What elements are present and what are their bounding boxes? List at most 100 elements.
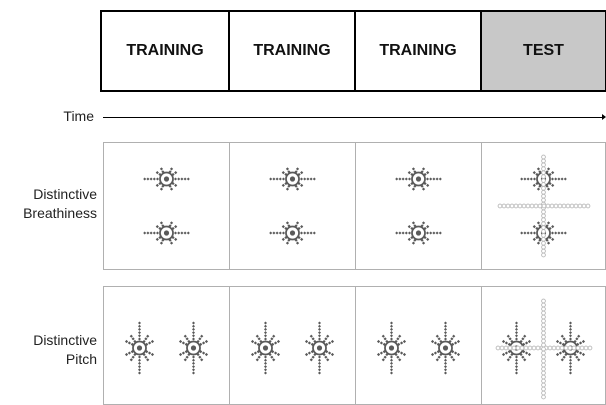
diamond-marker [144, 337, 148, 341]
diamond-marker [515, 331, 518, 335]
diamond-marker [174, 225, 178, 229]
diamond-marker [394, 352, 398, 357]
diamond-marker [273, 351, 278, 355]
test-axis-bead [569, 203, 575, 209]
diamond-marker [192, 355, 195, 359]
diamond-marker [124, 352, 129, 357]
diamond-marker [318, 337, 321, 341]
diamond-marker [390, 368, 393, 372]
diamond-marker [444, 371, 447, 375]
test-axis-bead [541, 394, 546, 400]
diamond-marker [285, 167, 290, 171]
diamond-marker [453, 341, 458, 345]
diamond-marker [453, 351, 458, 355]
test-axis-bead [531, 345, 537, 351]
test-axis-bead [559, 345, 565, 351]
diamond-marker [426, 171, 430, 175]
diamond-marker [300, 237, 304, 241]
diamond-marker [297, 181, 301, 186]
diamond-marker [159, 187, 164, 191]
diamond-marker [555, 339, 560, 344]
diamond-marker [555, 352, 560, 357]
diamond-marker [423, 172, 427, 177]
diamond-marker [185, 355, 189, 359]
diamond-marker [569, 321, 572, 325]
diamond-marker [379, 351, 384, 355]
diamond-marker [146, 334, 150, 338]
diamond-marker [435, 231, 439, 235]
diamond-marker [429, 177, 433, 181]
diamond-marker [569, 361, 572, 365]
diamond-marker [444, 321, 447, 325]
diamond-marker [264, 331, 267, 335]
diamond-marker [297, 172, 301, 177]
diamond-marker [326, 358, 330, 362]
diamond-marker [575, 355, 579, 359]
diamond-marker [501, 339, 506, 344]
diamond-marker [264, 371, 267, 375]
diamond-marker [410, 226, 414, 231]
test-axis-bead [541, 306, 546, 312]
diamond-marker [551, 183, 555, 187]
diamond-marker [376, 352, 381, 357]
diamond-marker [284, 172, 288, 177]
test-axis-bead [495, 345, 501, 351]
diamond-marker [155, 183, 159, 187]
diamond-marker [396, 337, 400, 341]
test-axis-bead [541, 326, 546, 332]
stimulus-ring [159, 171, 174, 187]
time-axis-label: Time [63, 108, 94, 124]
diamond-marker [174, 231, 177, 235]
diamond-marker [300, 177, 303, 181]
diamond-marker [138, 361, 141, 365]
diamond-marker [523, 177, 527, 181]
test-axis-bead [541, 186, 546, 191]
diamond-marker [147, 341, 152, 345]
diamond-marker [515, 358, 518, 362]
diamond-marker [411, 167, 416, 171]
test-axis-bead [541, 362, 546, 368]
diamond-marker [398, 334, 402, 338]
diamond-marker [524, 351, 529, 355]
test-axis-bead [541, 217, 546, 223]
test-axis-bead [541, 229, 546, 234]
diamond-marker [581, 352, 586, 357]
diamond-marker [318, 358, 321, 362]
diamond-marker [138, 327, 141, 331]
diamond-marker [156, 177, 159, 181]
diamond-marker [523, 334, 527, 338]
diamond-marker [192, 368, 195, 372]
diamond-marker [138, 365, 141, 369]
diamond-marker [278, 177, 282, 181]
diamond-marker [192, 321, 195, 325]
diamond-marker [408, 231, 411, 235]
test-axis-bead [581, 203, 587, 209]
stimulus-ring [186, 340, 201, 356]
stimulus-graphic [497, 154, 591, 258]
diamond-marker [295, 241, 300, 245]
condition-label-pitch: Distinctive Pitch [0, 331, 97, 369]
diamond-marker [536, 241, 541, 245]
diamond-marker [421, 187, 426, 191]
diamond-marker [159, 221, 164, 225]
diamond-marker [504, 341, 509, 345]
diamond-marker [557, 177, 561, 181]
diamond-marker [158, 172, 162, 177]
diamond-marker [546, 221, 551, 225]
diamond-marker [407, 171, 411, 175]
diamond-marker [169, 221, 174, 225]
diamond-marker [285, 221, 290, 225]
stimulus-graphic [124, 321, 209, 375]
diamond-marker [312, 177, 316, 181]
diamond-marker [435, 177, 439, 181]
diamond-marker [429, 231, 433, 235]
test-axis-bead [541, 322, 546, 328]
test-axis-bead [555, 345, 561, 351]
diamond-marker [577, 358, 581, 362]
diamond-marker [264, 337, 267, 341]
diamond-marker [159, 167, 164, 171]
diamond-marker [204, 339, 209, 344]
diamond-marker [264, 358, 267, 362]
diamond-marker [133, 339, 137, 344]
test-axis-bead [527, 345, 533, 351]
